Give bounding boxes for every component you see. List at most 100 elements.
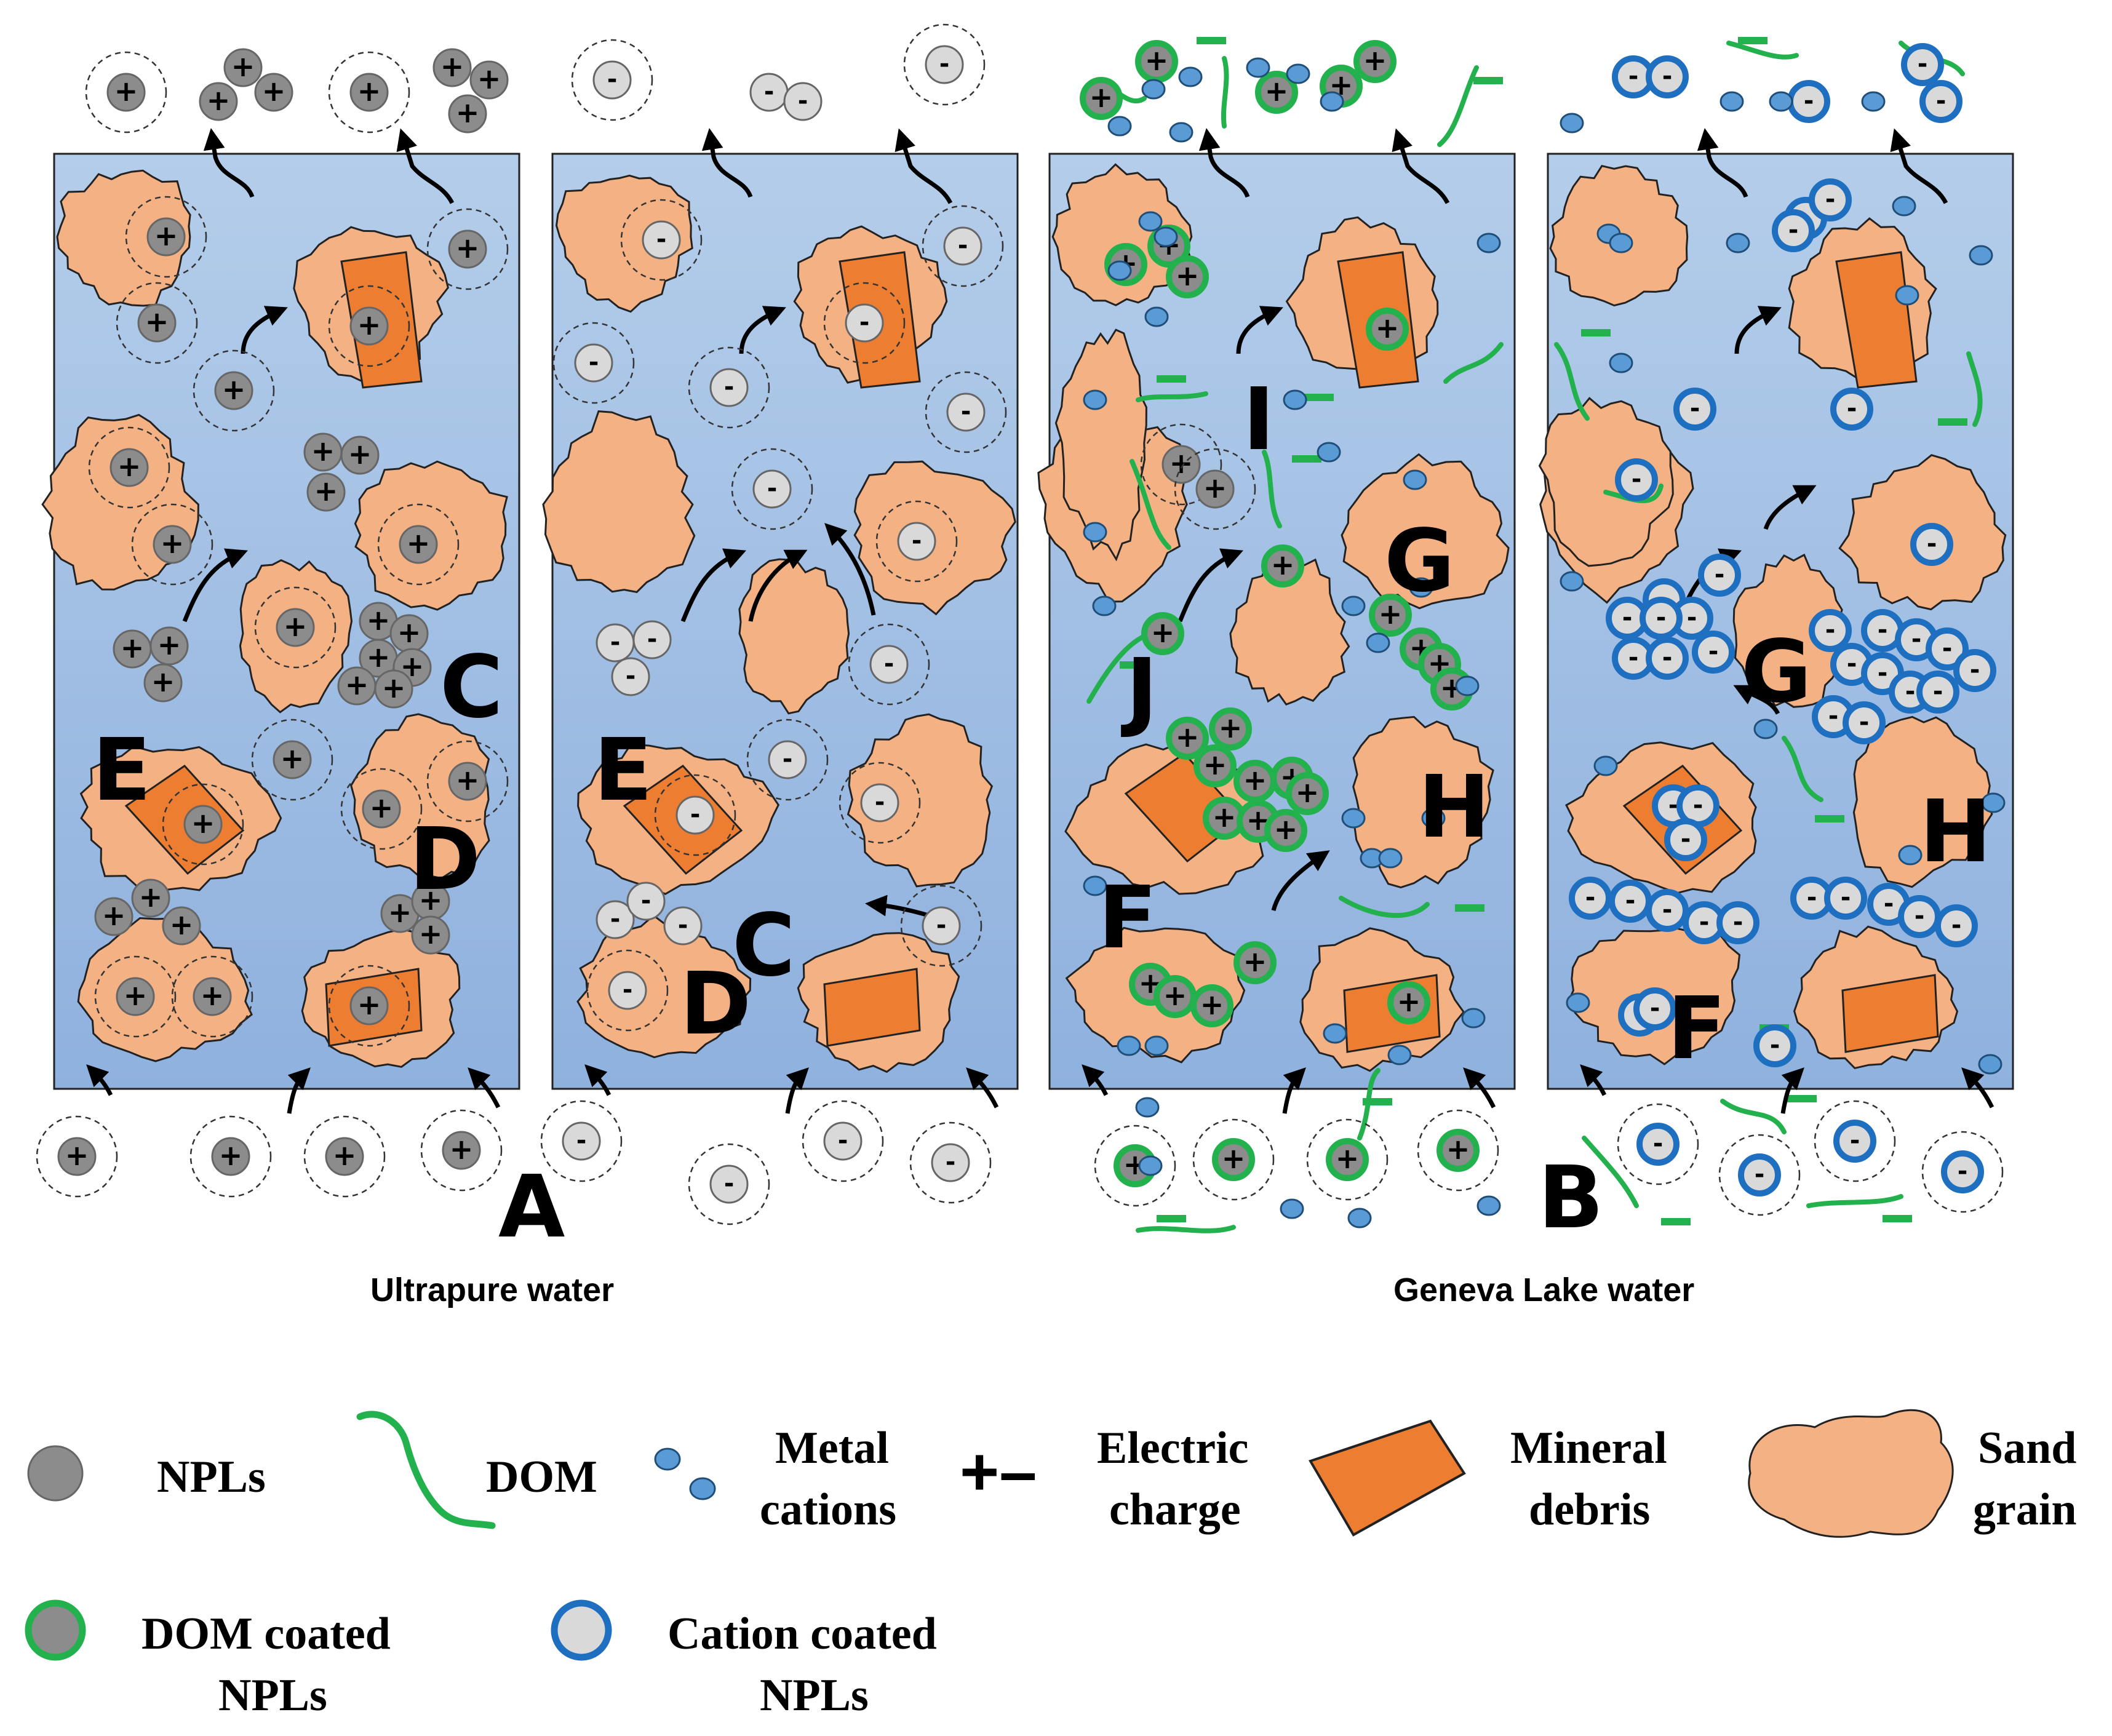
electric-double-layer <box>328 285 410 367</box>
negative-npl <box>1738 1153 1781 1196</box>
label-G-lake-neg: G <box>1741 622 1812 722</box>
metal-cation <box>1403 469 1427 490</box>
charge-sign: + <box>124 979 148 1012</box>
metal-cation <box>1969 245 1993 266</box>
positive-npl <box>1162 445 1201 484</box>
panel-letters: A B C D E C D E G H I J F G H F <box>92 370 1991 1257</box>
charge-sign: - <box>1884 890 1894 918</box>
positive-npl <box>1255 71 1298 114</box>
flow-arrow <box>287 1067 311 1114</box>
negative-npl <box>752 469 792 509</box>
electric-double-layer <box>909 1121 992 1204</box>
negative-npl <box>1716 901 1759 944</box>
charge-sign: - <box>626 662 636 690</box>
legend-electric-label-1: Electric <box>1097 1423 1249 1473</box>
flow-arrow <box>1392 128 1450 204</box>
metal-cation <box>1107 260 1132 281</box>
negative-npl <box>823 1121 863 1161</box>
sand-grain <box>1051 163 1193 306</box>
caption-geneva-lake-water: Geneva Lake water <box>1393 1272 1694 1308</box>
dom-charge-bar <box>1157 375 1186 383</box>
flow-arrow <box>1961 1067 1994 1109</box>
positive-npl <box>306 472 346 512</box>
charge-sign: - <box>656 225 667 253</box>
sand-grain <box>1054 328 1147 562</box>
flow-arrow <box>203 128 255 198</box>
metal-cation <box>1366 632 1390 653</box>
electric-double-layer <box>116 282 198 364</box>
dom-strand <box>1136 1225 1236 1233</box>
negative-npl <box>869 645 909 684</box>
positive-npl <box>131 878 170 918</box>
dom-strand <box>1221 56 1229 129</box>
dom-charge-bar <box>1581 329 1611 336</box>
dom-charge-bar <box>1157 1215 1186 1222</box>
dom-charge-bar <box>1197 37 1226 44</box>
charge-sign: - <box>690 800 701 829</box>
charge-sign: + <box>157 628 181 661</box>
charge-sign: - <box>1625 886 1636 915</box>
electric-double-layer <box>328 965 410 1047</box>
charge-sign: - <box>875 788 885 816</box>
charge-sign: - <box>1847 650 1857 678</box>
charge-sign: + <box>145 305 169 338</box>
positive-npl <box>469 60 509 100</box>
charge-sign: - <box>1958 1157 1968 1185</box>
metal-cation <box>1341 808 1366 829</box>
legend-mineral-debris: Mineral debris <box>1309 1419 1667 1537</box>
charge-sign: + <box>348 437 372 471</box>
charge-sign: + <box>161 527 185 560</box>
charge-sign: + <box>456 96 480 129</box>
charge-sign: + <box>154 219 178 252</box>
charge-sign: + <box>1446 1133 1470 1166</box>
legend-electric-label-2: charge <box>1109 1484 1241 1535</box>
metal-cation <box>1981 792 2006 813</box>
metal-cation <box>1083 875 1107 896</box>
label-F-lake-pos: F <box>1098 868 1157 968</box>
negative-npl <box>1935 904 1978 947</box>
charge-sign: - <box>1927 530 1937 558</box>
charge-sign: - <box>1936 87 1947 115</box>
electric-double-layer <box>903 23 986 106</box>
negative-npl <box>596 900 635 939</box>
sand-grain <box>77 917 253 1062</box>
charge-sign: - <box>589 348 599 376</box>
negative-npl <box>1772 209 1815 252</box>
flow-arrow <box>785 1067 809 1114</box>
flow-arrow <box>701 128 753 198</box>
legend-dom-coated-npls: DOM coated NPLs <box>25 1599 391 1721</box>
charge-sign: + <box>1176 720 1200 754</box>
metal-cation <box>1753 719 1778 739</box>
negative-npl <box>1843 701 1886 744</box>
charge-sign: + <box>370 791 394 824</box>
sand-grain <box>738 558 850 715</box>
metal-cation <box>1178 66 1203 87</box>
electric-double-layer <box>1718 1134 1801 1216</box>
dom-strand <box>1437 65 1479 147</box>
metal-cation <box>1892 196 1916 217</box>
charge-sign: + <box>219 1139 243 1172</box>
negative-npl <box>1692 631 1735 674</box>
electric-double-layer <box>1192 1118 1275 1201</box>
dom-charge-bar <box>1455 904 1484 912</box>
charge-sign: - <box>1653 1129 1664 1158</box>
charge-sign: + <box>1363 44 1387 77</box>
sand-grain <box>1341 453 1510 610</box>
electric-double-layer <box>162 783 244 866</box>
charge-sign: - <box>1668 791 1679 819</box>
flow-arrow <box>396 128 455 204</box>
negative-npl <box>1910 523 1953 566</box>
charge-sign: + <box>450 1133 474 1166</box>
dom-strand <box>1720 1099 1787 1134</box>
electric-double-layer <box>88 426 170 509</box>
metal-cation <box>1898 845 1923 866</box>
charge-sign: + <box>284 610 308 643</box>
metal-cation <box>1719 91 1744 112</box>
negative-npl <box>1926 627 1969 671</box>
dom-charge-bar <box>1304 394 1334 401</box>
electric-double-layer <box>251 719 333 801</box>
negative-npl <box>642 220 681 260</box>
metal-cation <box>1323 1023 1347 1044</box>
electric-double-layer <box>688 1143 770 1225</box>
metal-cation <box>1895 285 1919 306</box>
